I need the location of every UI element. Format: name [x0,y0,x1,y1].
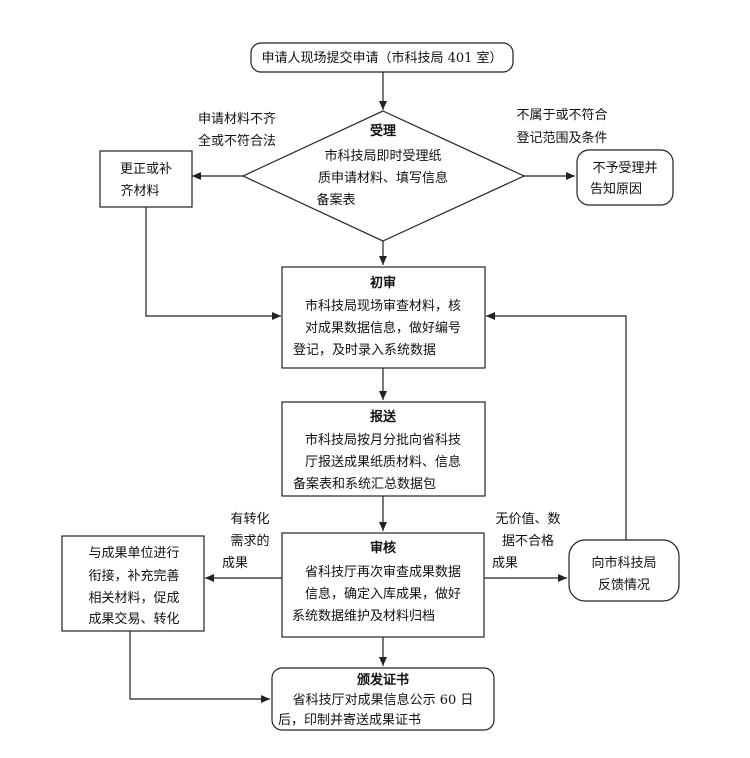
report-line-3: 备案表和系统汇总数据包 [293,476,436,492]
node-feedback: 向市科技局 反馈情况 [568,539,680,602]
review-line-3: 系统数据维护及材料归档 [292,609,435,624]
report-title: 报送 [370,409,397,425]
edge-connect-to-certificate [129,631,270,703]
edges [129,72,627,703]
transform-need-line-3: 成果 [222,556,248,571]
edge-label-transform-need: 有转化 需求的 成果 [222,512,270,571]
edge-label-not-eligible: 不属于或不符合 登记范围及条件 [516,107,607,146]
reject-line-2: 告知原因 [590,181,642,197]
incomplete-line-2: 全或不符合法 [198,133,276,149]
report-line-1: 市科技局按月分批向省科技 [305,432,461,448]
submit-box [250,42,514,73]
submit-text: 申请人现场提交申请（市科技局 401 室） [261,50,502,66]
node-submit: 申请人现场提交申请（市科技局 401 室） [250,42,514,73]
review-line-2: 信息，确定入库成果，做好 [305,586,461,602]
correct-line-1: 更正或补 [120,162,172,177]
node-accept: 受理 市科技局即时受理纸 质申请材料、填写信息 备案表 [241,110,526,242]
node-review: 审核 省科技厅再次审查成果数据 信息，确定入库成果，做好 系统数据维护及材料归档 [281,532,485,638]
edge-feedback-to-prelim [486,312,627,540]
node-certificate: 颁发证书 省科技厅对成果信息公示 60 日 后，印制并寄送成果证书 [271,667,495,731]
accept-line-2: 质申请材料、填写信息 [318,170,448,186]
reject-box [576,149,674,206]
feedback-box [568,539,680,602]
node-reject: 不予受理并 告知原因 [576,149,674,206]
review-title: 审核 [370,540,396,556]
connect-line-3: 相关材料，促成 [88,591,179,606]
review-line-1: 省科技厅再次审查成果数据 [305,564,461,580]
certificate-title: 颁发证书 [357,672,409,688]
unqualified-line-1: 无价值、数 [495,511,560,527]
connect-box [61,535,205,632]
feedback-line-2: 反馈情况 [598,578,650,593]
accept-diamond [241,110,526,242]
incomplete-line-1: 申请材料不齐 [198,111,276,127]
node-connect: 与成果单位进行 衔接，补充完善 相关材料，促成 成果交易、转化 [61,535,205,632]
review-box [281,532,485,638]
reject-line-1: 不予受理并 [592,161,657,176]
accept-line-3: 备案表 [316,192,355,208]
connect-line-4: 成果交易、转化 [88,611,179,627]
certificate-box [271,667,495,731]
accept-title: 受理 [370,123,396,139]
node-report: 报送 市科技局按月分批向省科技 厅报送成果纸质材料、信息 备案表和系统汇总数据包 [281,401,486,497]
node-prelim: 初审 市科技局现场审查材料，核 对成果数据信息，做好编号 登记，及时录入系统数据 [281,266,486,369]
certificate-line-1: 省科技厅对成果信息公示 60 日 [293,692,474,708]
prelim-line-2: 对成果数据信息，做好编号 [305,320,461,336]
feedback-line-1: 向市科技局 [591,555,656,571]
report-box [281,401,486,497]
node-correct: 更正或补 齐材料 [99,150,193,208]
correct-box [99,150,193,208]
prelim-line-3: 登记，及时录入系统数据 [293,343,436,358]
transform-need-line-1: 有转化 [230,512,269,527]
edge-label-unqualified: 无价值、数 据不合格 成果 [492,511,561,571]
edge-label-incomplete: 申请材料不齐 全或不符合法 [198,111,276,149]
prelim-box [281,266,486,369]
transform-need-line-2: 需求的 [230,533,269,549]
edge-correct-to-prelim [145,207,281,320]
connect-line-1: 与成果单位进行 [88,546,179,561]
prelim-title: 初审 [370,275,396,291]
unqualified-line-3: 成果 [492,556,518,571]
report-line-2: 厅报送成果纸质材料、信息 [305,454,461,470]
prelim-line-1: 市科技局现场审查材料，核 [305,298,461,314]
unqualified-line-2: 据不合格 [502,533,554,549]
correct-line-2: 齐材料 [120,183,159,199]
connect-line-2: 衔接，补充完善 [88,568,179,584]
certificate-line-2: 后，印制并寄送成果证书 [278,712,421,728]
not-eligible-line-1: 不属于或不符合 [516,107,607,123]
accept-line-1: 市科技局即时受理纸 [324,148,441,164]
not-eligible-line-2: 登记范围及条件 [516,130,607,146]
